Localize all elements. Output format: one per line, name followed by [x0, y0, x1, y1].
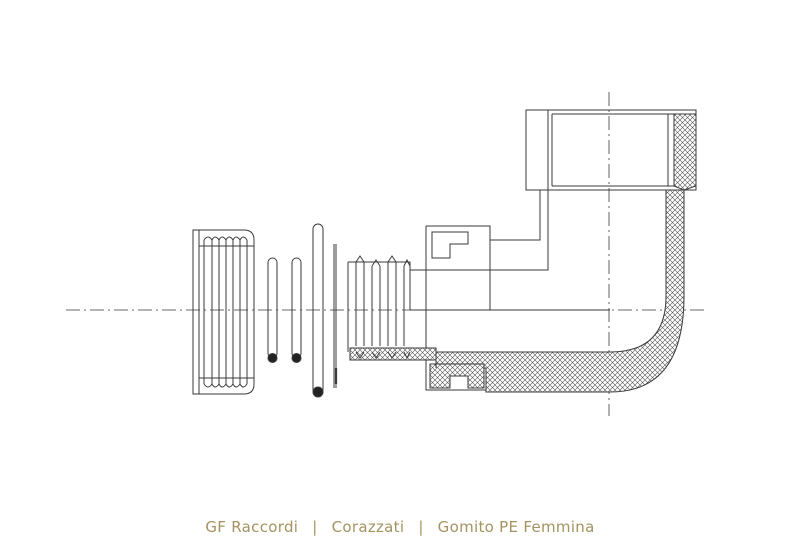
caption-bar: GF Raccordi | Corazzati | Gomito PE Femm…: [0, 512, 800, 542]
o-ring-1: [267, 257, 278, 363]
caption-product: Gomito PE Femmina: [437, 518, 595, 536]
split-ring: [312, 223, 324, 398]
caption-separator-1: |: [312, 518, 318, 536]
o-ring-2: [291, 257, 302, 363]
caption-category: Corazzati: [331, 518, 405, 536]
elbow-body: [347, 109, 697, 393]
nut-part: [192, 229, 255, 395]
caption-brand: GF Raccordi: [205, 518, 299, 536]
technical-drawing: [66, 92, 704, 416]
washer: [333, 244, 338, 388]
caption-separator-2: |: [418, 518, 424, 536]
elbow-section-hatch: [435, 189, 685, 393]
